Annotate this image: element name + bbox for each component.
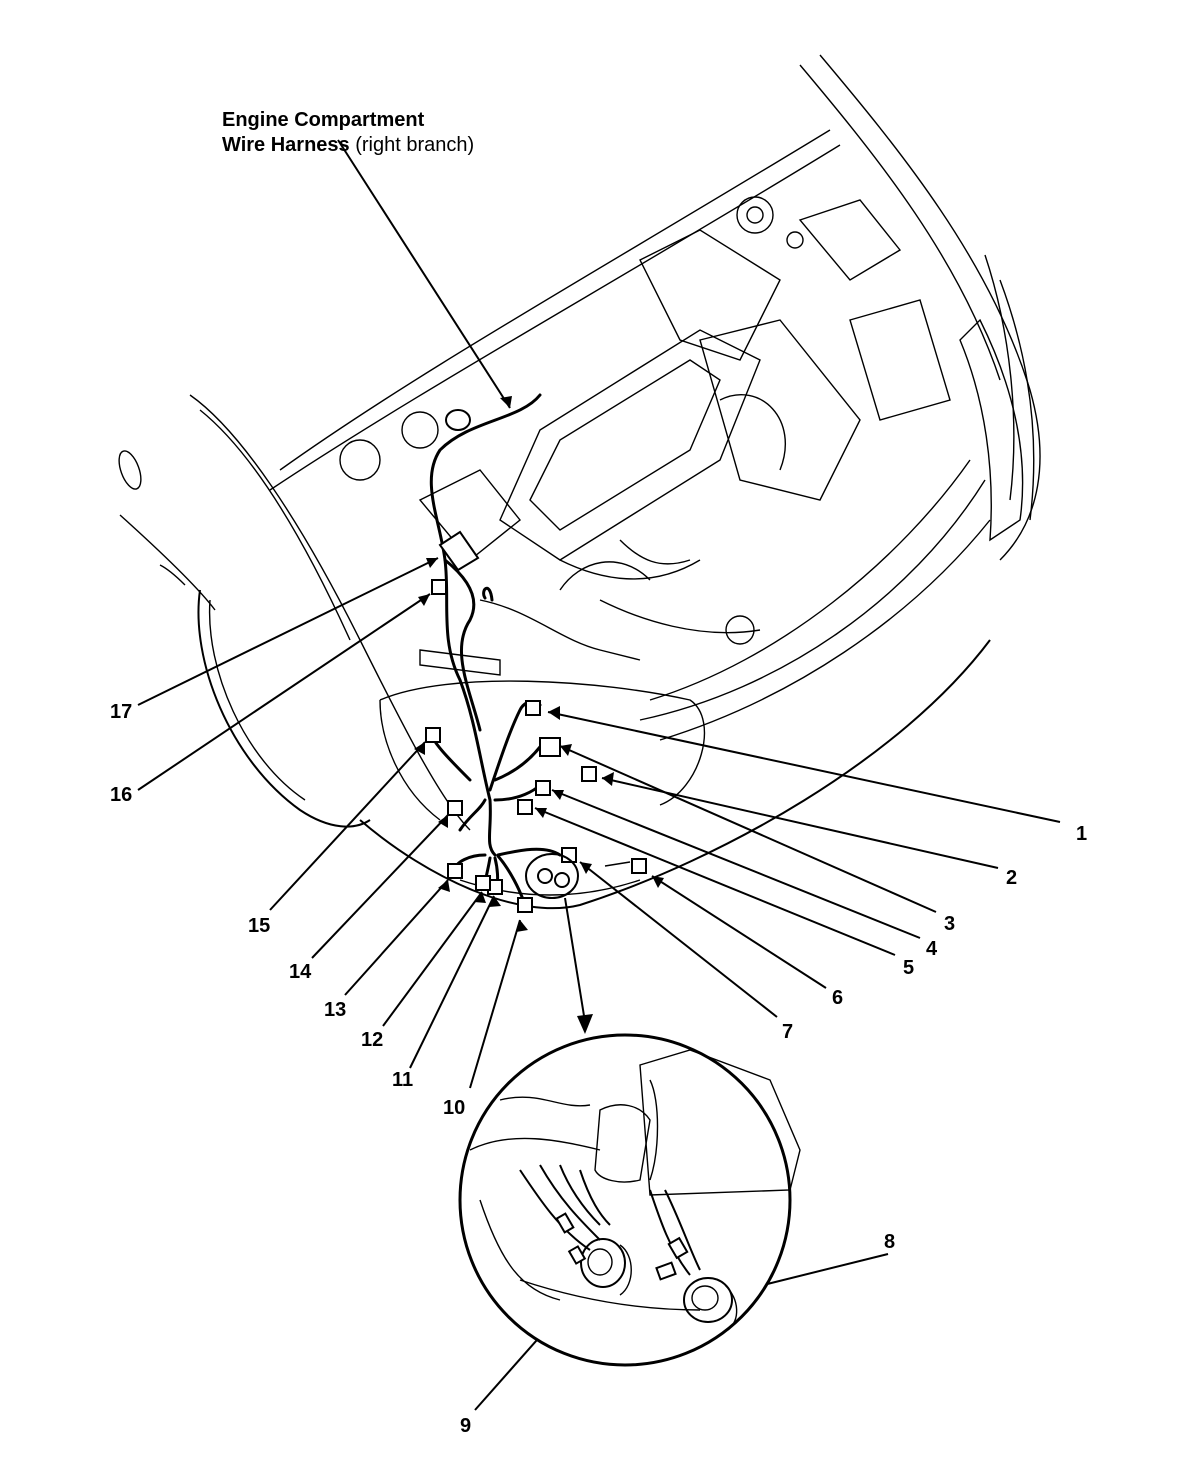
harness-title: Engine Compartment Wire Harness (right b… bbox=[222, 108, 474, 158]
connector-17 bbox=[438, 530, 480, 572]
callout-15: 15 bbox=[248, 915, 270, 937]
connector-12 bbox=[475, 875, 491, 891]
title-line-2-regular: (right branch) bbox=[349, 134, 475, 156]
vehicle-body-outline bbox=[118, 54, 1041, 910]
callout-5: 5 bbox=[903, 957, 914, 979]
connector-16 bbox=[431, 579, 447, 595]
callout-14: 14 bbox=[289, 961, 312, 983]
callout-8: 8 bbox=[884, 1231, 895, 1253]
horn-detail-view bbox=[458, 1033, 801, 1367]
callout-6: 6 bbox=[832, 987, 843, 1009]
wire-harness-routing bbox=[428, 393, 562, 907]
callout-2: 2 bbox=[1006, 867, 1017, 889]
callout-labels: 1 2 3 4 5 6 7 8 9 10 11 12 13 14 15 16 1… bbox=[110, 701, 1087, 1437]
connector-13 bbox=[447, 863, 463, 879]
connector-2 bbox=[581, 766, 597, 782]
connector-5 bbox=[517, 799, 533, 815]
title-line-1: Engine Compartment bbox=[222, 109, 425, 131]
callout-12: 12 bbox=[361, 1029, 383, 1051]
connector-1 bbox=[525, 700, 541, 716]
connectors bbox=[425, 530, 647, 913]
callout-11: 11 bbox=[392, 1069, 413, 1091]
connector-15 bbox=[425, 727, 441, 743]
callout-1: 1 bbox=[1076, 823, 1087, 845]
connector-4 bbox=[535, 780, 551, 796]
engine-outline bbox=[339, 196, 951, 676]
connector-6 bbox=[631, 858, 647, 874]
connector-3 bbox=[539, 737, 561, 757]
callout-3: 3 bbox=[944, 913, 955, 935]
connector-10 bbox=[517, 897, 533, 913]
callout-17: 17 bbox=[110, 701, 132, 723]
callout-13: 13 bbox=[324, 999, 346, 1021]
callout-10: 10 bbox=[443, 1097, 465, 1119]
leader-lines bbox=[137, 139, 1061, 1411]
callout-9: 9 bbox=[460, 1415, 471, 1437]
callout-4: 4 bbox=[926, 938, 938, 960]
title-line-2-bold: Wire Harness bbox=[222, 134, 350, 156]
callout-16: 16 bbox=[110, 784, 132, 806]
title-line-2: Wire Harness (right branch) bbox=[222, 133, 474, 158]
callout-7: 7 bbox=[782, 1021, 793, 1043]
connector-14 bbox=[447, 800, 463, 816]
